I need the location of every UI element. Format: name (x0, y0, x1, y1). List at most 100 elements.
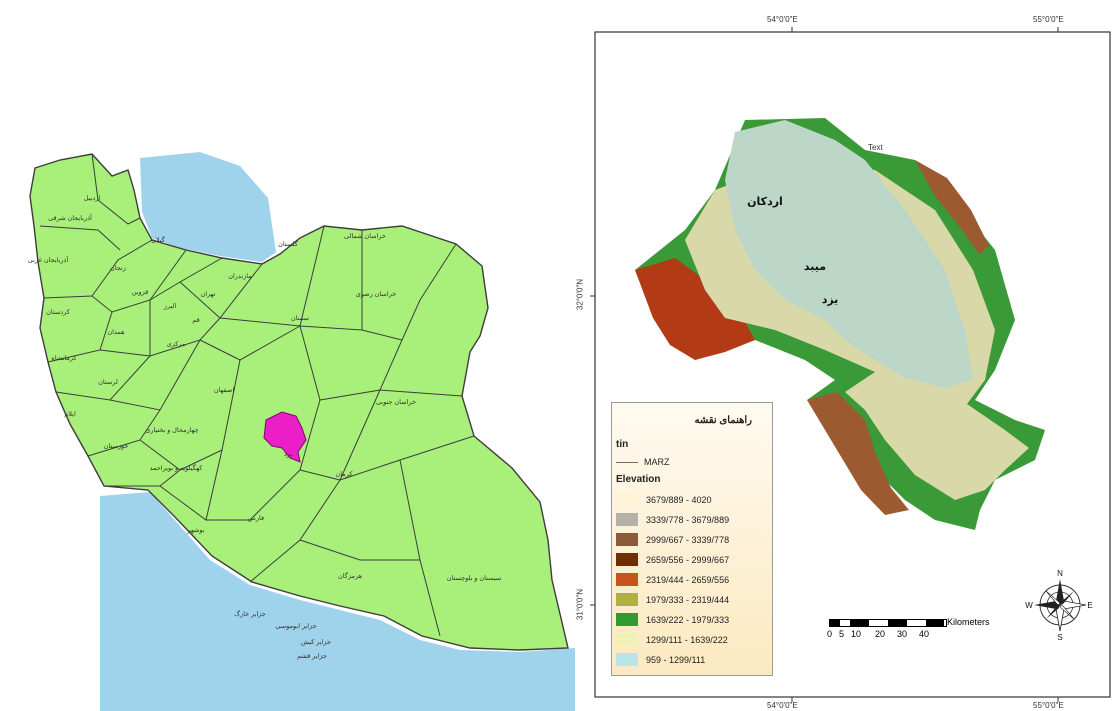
scale-tick-label: 20 (875, 629, 886, 639)
province-label: مازندران (228, 272, 252, 280)
legend-swatch (616, 593, 638, 606)
legend-tin-label: tin (616, 439, 629, 450)
province-labels: آذربایجان شرقی آذربایجان غربی اردبیل زنجان گ… (28, 194, 502, 582)
province-label: خوزستان (104, 442, 129, 450)
legend-swatch (616, 613, 638, 626)
iran-map-svg: آذربایجان شرقی آذربایجان غربی اردبیل زنجان گ… (28, 152, 575, 711)
province-label: کهگیلویه و بویراحمد (150, 463, 204, 472)
province-label: تهران (201, 290, 216, 298)
place-label-ardakan: اردکان (747, 195, 783, 208)
legend-swatch (616, 513, 638, 526)
compass-s-label: S (1057, 633, 1062, 642)
legend-swatch (616, 533, 638, 546)
left-axis-label-32: 32°0'0"N (575, 278, 585, 311)
terrain-red-west (635, 258, 755, 360)
legend-class-row: 3339/778 - 3679/889 (616, 513, 729, 526)
province-label: خراسان رضوی (356, 290, 397, 298)
province-label: آذربایجان شرقی (48, 212, 93, 222)
legend-class-row: 1979/333 - 2319/444 (616, 593, 729, 606)
province-label: کرمان (336, 470, 354, 478)
top-axis-label-54: 54°0'0"E (767, 15, 798, 24)
province-label: سیستان و بلوچستان (447, 574, 502, 582)
legend-class-row: 1639/222 - 1979/333 (616, 613, 729, 626)
compass-rose (1034, 579, 1087, 632)
legend-marz-row: MARZ (616, 457, 670, 467)
legend-class-row: 959 - 1299/111 (616, 653, 705, 666)
legend-swatch (616, 553, 638, 566)
province-label: ایلام (64, 410, 76, 418)
scale-bar-graphic (829, 619, 947, 627)
province-label: فارس (248, 514, 264, 522)
island-label: جزایر کیش (301, 638, 331, 646)
legend-class-row: 2659/556 - 2999/667 (616, 553, 729, 566)
compass-n-label: N (1057, 569, 1063, 578)
legend-swatch (616, 653, 638, 666)
terrain-brown-south (807, 392, 909, 515)
study-area-map: اردکان میبد یزد Text N S E W 54°0'0"E 55… (575, 0, 1115, 711)
left-axis-label-31: 31°0'0"N (575, 588, 585, 621)
island-labels: جزایر خارگ جزایر ابوموسی جزایر کیش جزایر قش… (234, 609, 331, 660)
legend-class-row: 2999/667 - 3339/778 (616, 533, 729, 546)
legend-class-row: 3679/889 - 4020 (616, 493, 712, 506)
legend-range-label: 1299/111 - 1639/222 (646, 634, 728, 645)
province-label: لرستان (98, 378, 118, 386)
caspian-sea (140, 152, 276, 262)
map-legend: راهنمای نقشه tin MARZ Elevation 3679/889… (611, 402, 773, 676)
legend-marz-label: MARZ (644, 457, 670, 467)
province-label: اردبیل (84, 194, 101, 202)
compass-e-label: E (1087, 601, 1092, 610)
iran-province-map: آذربایجان شرقی آذربایجان غربی اردبیل زنجان گ… (28, 152, 575, 711)
marz-line-symbol (616, 461, 638, 463)
legend-class-row: 1299/111 - 1639/222 (616, 633, 728, 646)
province-label: اصفهان (214, 386, 235, 394)
legend-range-label: 2319/444 - 2659/556 (646, 574, 730, 585)
legend-class-row: 2319/444 - 2659/556 (616, 573, 729, 586)
island-label: جزایر ابوموسی (275, 622, 316, 630)
province-label: خراسان شمالی (344, 232, 386, 240)
legend-swatch (616, 493, 638, 506)
top-axis-label-55: 55°0'0"E (1033, 15, 1064, 24)
province-label: قم (192, 317, 199, 324)
study-area-highlight (263, 411, 307, 463)
province-label: قزوین (132, 289, 149, 296)
persian-gulf (100, 492, 575, 711)
legend-title: راهنمای نقشه (694, 415, 752, 426)
province-label: همدان (107, 328, 125, 336)
bottom-axis-label-54: 54°0'0"E (767, 701, 798, 710)
province-label: کرمانشاه (51, 354, 77, 362)
scale-tick-label: 5 (839, 629, 845, 639)
province-borders (39, 153, 475, 637)
province-label: کردستان (46, 308, 71, 316)
province-label: زنجان (110, 264, 126, 272)
legend-range-label: 1979/333 - 2319/444 (646, 594, 730, 605)
island-label: جزایر خارگ (234, 609, 266, 618)
legend-range-label: 1639/222 - 1979/333 (646, 614, 730, 625)
scale-tick-label: 0 (827, 629, 833, 639)
province-label: چهارمحال و بختیاری (145, 426, 198, 434)
province-label: سمنان (291, 314, 309, 322)
legend-range-label: 3339/778 - 3679/889 (646, 514, 730, 525)
place-label-yazd: یزد (822, 293, 839, 306)
legend-range-label: 2999/667 - 3339/778 (646, 534, 730, 545)
province-label: بوشهر (186, 527, 204, 534)
legend-swatch (616, 573, 638, 586)
compass-w-label: W (1025, 601, 1033, 610)
province-label: آذربایجان غربی (28, 254, 70, 264)
top-text-label: Text (868, 143, 883, 152)
province-label: یزد (284, 451, 292, 458)
bottom-axis-label-55: 55°0'0"E (1033, 701, 1064, 710)
place-label-meybod: میبد (804, 260, 826, 273)
scale-tick-label: 30 (897, 629, 908, 639)
legend-elevation-label: Elevation (616, 474, 661, 485)
province-label: مرکزی (167, 340, 186, 348)
province-label: البرز (163, 302, 177, 310)
legend-range-label: 3679/889 - 4020 (646, 494, 712, 505)
legend-range-label: 2659/556 - 2999/667 (646, 554, 730, 565)
province-label: گلستان (278, 239, 299, 248)
terrain-central-plain (725, 120, 973, 388)
legend-range-label: 959 - 1299/111 (646, 654, 706, 665)
scale-tick-label: 40 (919, 629, 930, 639)
island-label: جزایر قشم (297, 652, 327, 660)
legend-swatch (616, 633, 638, 646)
